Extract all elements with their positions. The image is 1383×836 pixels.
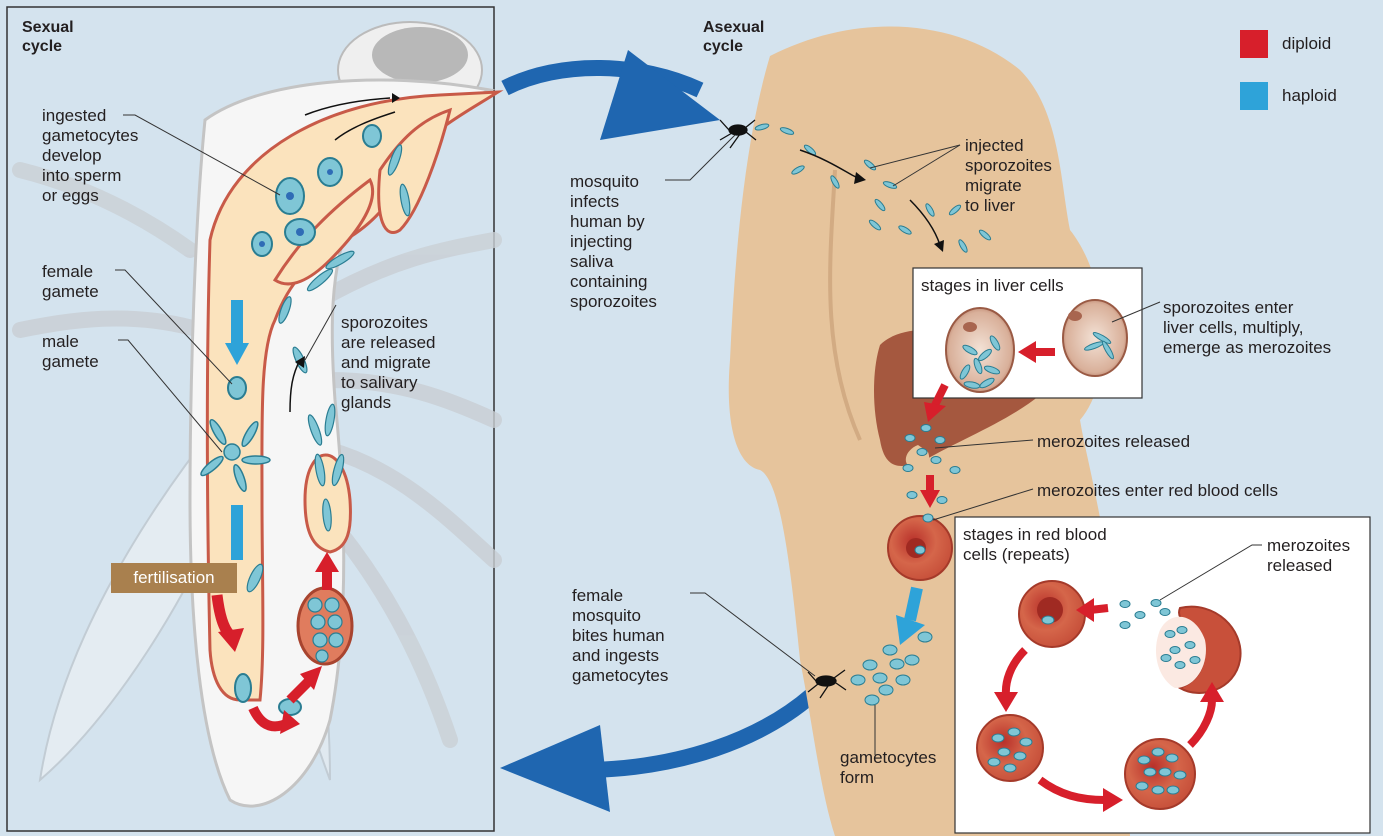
merozoites-released-label: merozoites released (1037, 432, 1190, 452)
injected-sporozoites-label: injected sporozoites migrate to liver (965, 136, 1052, 216)
human-to-mosquito-arrowhead (500, 725, 610, 812)
fertilisation-label: fertilisation (111, 563, 237, 593)
female-mosquito-label: female mosquito bites human and ingests … (572, 586, 668, 686)
rbc-box-title: stages in red blood cells (repeats) (963, 525, 1107, 565)
merozoites-released-2-label: merozoites released (1267, 536, 1350, 576)
asexual-cycle-title: Asexual cycle (703, 18, 764, 56)
sporozoites-enter-label: sporozoites enter liver cells, multiply,… (1163, 298, 1331, 358)
human-to-mosquito-arrow (590, 695, 812, 770)
legend-haploid-label: haploid (1282, 86, 1337, 106)
male-gamete-label: male gamete (42, 332, 99, 372)
legend-haploid-swatch (1240, 82, 1268, 110)
gametocytes-form-label: gametocytes form (840, 748, 936, 788)
legend-diploid-swatch (1240, 30, 1268, 58)
mosquito-infects-label: mosquito infects human by injecting sali… (570, 172, 657, 312)
legend-diploid-label: diploid (1282, 34, 1331, 54)
female-gamete-label: female gamete (42, 262, 99, 302)
ingested-gametocytes-label: ingested gametocytes develop into sperm … (42, 106, 138, 206)
sporozoites-released-label: sporozoites are released and migrate to … (341, 313, 436, 413)
sexual-cycle-title: Sexual cycle (22, 18, 74, 56)
liver-box-title: stages in liver cells (921, 276, 1064, 296)
merozoites-enter-label: merozoites enter red blood cells (1037, 481, 1278, 501)
